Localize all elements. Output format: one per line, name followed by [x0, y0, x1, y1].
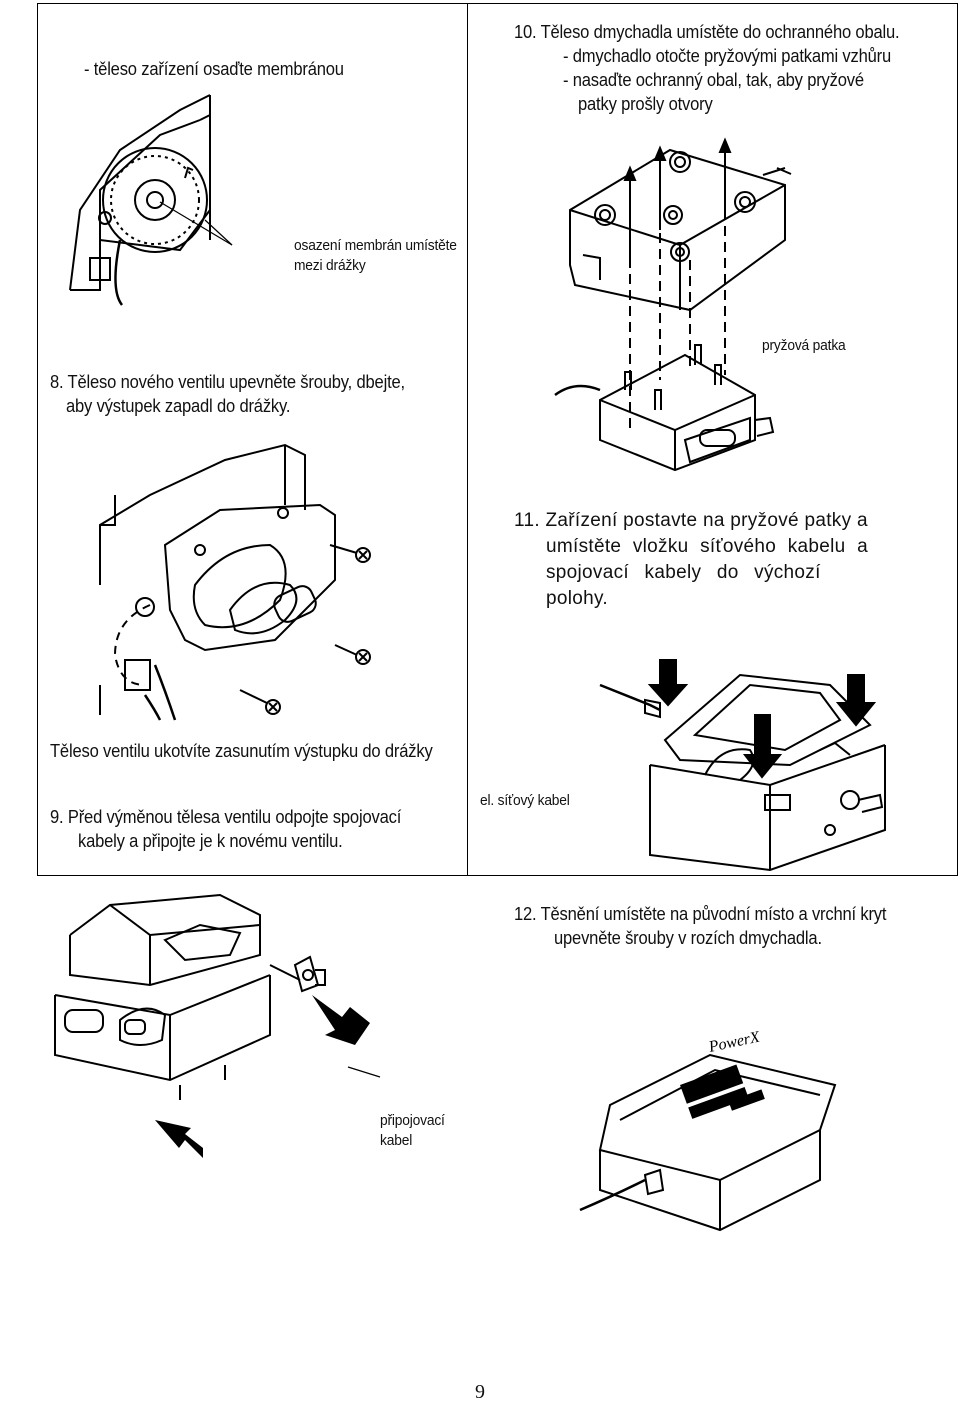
figure-diaphragm-housing [69, 94, 233, 306]
step12-line2: upevněte šrouby v rozích dmychadla. [554, 928, 822, 948]
figure-closed-product: PowerX [579, 1028, 837, 1232]
column-divider [467, 3, 468, 876]
product-logo: PowerX [706, 1028, 762, 1056]
step8-line1: 8. Těleso nového ventilu upevněte šrouby… [50, 372, 405, 392]
caption-valve-slot: Těleso ventilu ukotvíte zasunutím výstup… [50, 741, 433, 761]
callout-diaphragm-line2: mezi drážky [294, 257, 366, 274]
label-connecting-cable-line1: připojovací [380, 1112, 445, 1129]
step8-line2: aby výstupek zapadl do drážky. [66, 396, 291, 416]
step10-line1: 10. Těleso dmychadla umístěte do ochrann… [514, 22, 900, 42]
page-number: 9 [475, 1381, 485, 1403]
step10-line2: - dmychadlo otočte pryžovými patkami vzh… [563, 46, 892, 66]
step11-line3: spojovací kabely do výchozí [546, 562, 821, 583]
label-connecting-cable-line2: kabel [380, 1132, 413, 1149]
figure-pump-connector [54, 893, 381, 1100]
figure-protective-cover [554, 137, 792, 472]
step9-line1: 9. Před výměnou tělesa ventilu odpojte s… [50, 807, 402, 827]
step7-caption: - těleso zařízení osaďte membránou [84, 59, 344, 79]
figure-arrow-bottom-left [155, 1120, 203, 1158]
callout-diaphragm-line1: osazení membrán umístěte [294, 237, 457, 254]
step10-line3: - nasaďte ochranný obal, tak, aby pryžov… [563, 70, 864, 90]
instruction-grid-frame [37, 3, 958, 876]
barcode-label [680, 1064, 765, 1119]
figure-pump-cables [599, 659, 886, 872]
label-rubber-foot: pryžová patka [762, 337, 846, 354]
step9-line2: kabely a připojte je k novému ventilu. [78, 831, 343, 851]
step12-line1: 12. Těsnění umístěte na původní místo a … [514, 904, 887, 924]
step11-line2: umístěte vložku síťového kabelu a [546, 536, 868, 557]
step10-line4: patky prošly otvory [578, 94, 713, 114]
step11-line4: polohy. [546, 588, 608, 609]
step11-line1: 11. Zařízení postavte na pryžové patky a [514, 510, 868, 531]
label-power-cable: el. síťový kabel [480, 792, 570, 809]
figure-valve-body-screws [99, 443, 371, 721]
